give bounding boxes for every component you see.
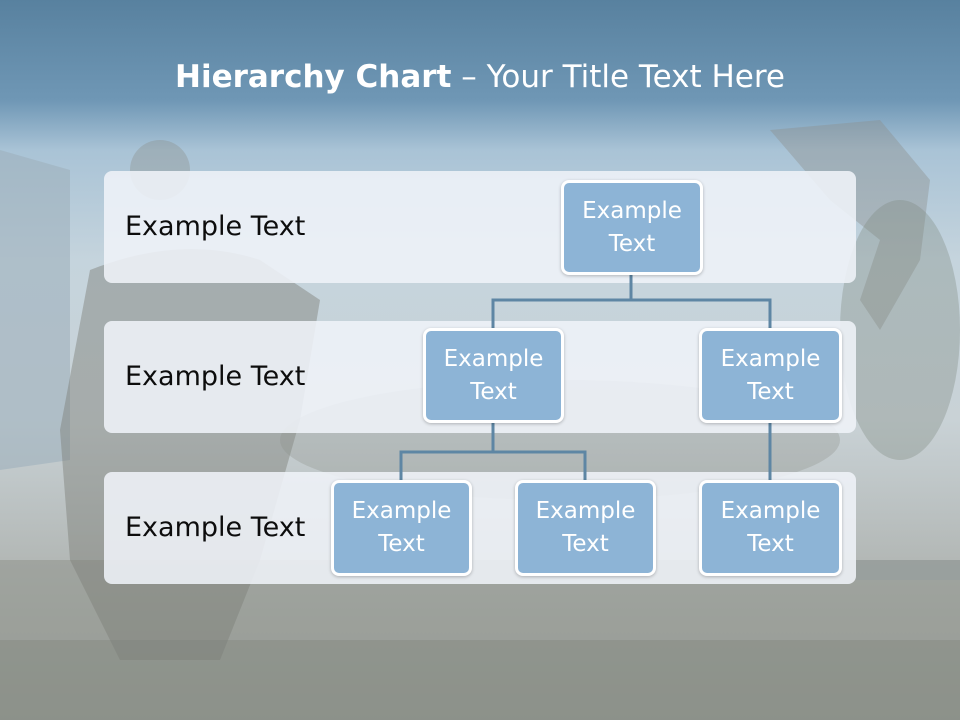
node-level2-right: Example Text (699, 328, 842, 423)
connector-left-b (493, 450, 587, 481)
slide-title: Hierarchy Chart – Your Title Text Here (0, 55, 960, 99)
node-root: Example Text (561, 180, 703, 275)
level-label-2: Example Text (125, 361, 306, 392)
connector-left-a (399, 422, 495, 481)
level-label-1: Example Text (125, 211, 306, 242)
title-bold: Hierarchy Chart (175, 59, 452, 95)
node-level3-c: Example Text (699, 480, 842, 576)
node-level3-b: Example Text (515, 480, 656, 576)
connector-root-right (631, 298, 772, 329)
connector-root-left (491, 275, 633, 329)
title-rest: – Your Title Text Here (451, 59, 785, 95)
node-level3-a: Example Text (331, 480, 472, 576)
node-level2-left: Example Text (423, 328, 564, 423)
level-label-3: Example Text (125, 512, 306, 543)
level-band-1 (104, 171, 856, 283)
